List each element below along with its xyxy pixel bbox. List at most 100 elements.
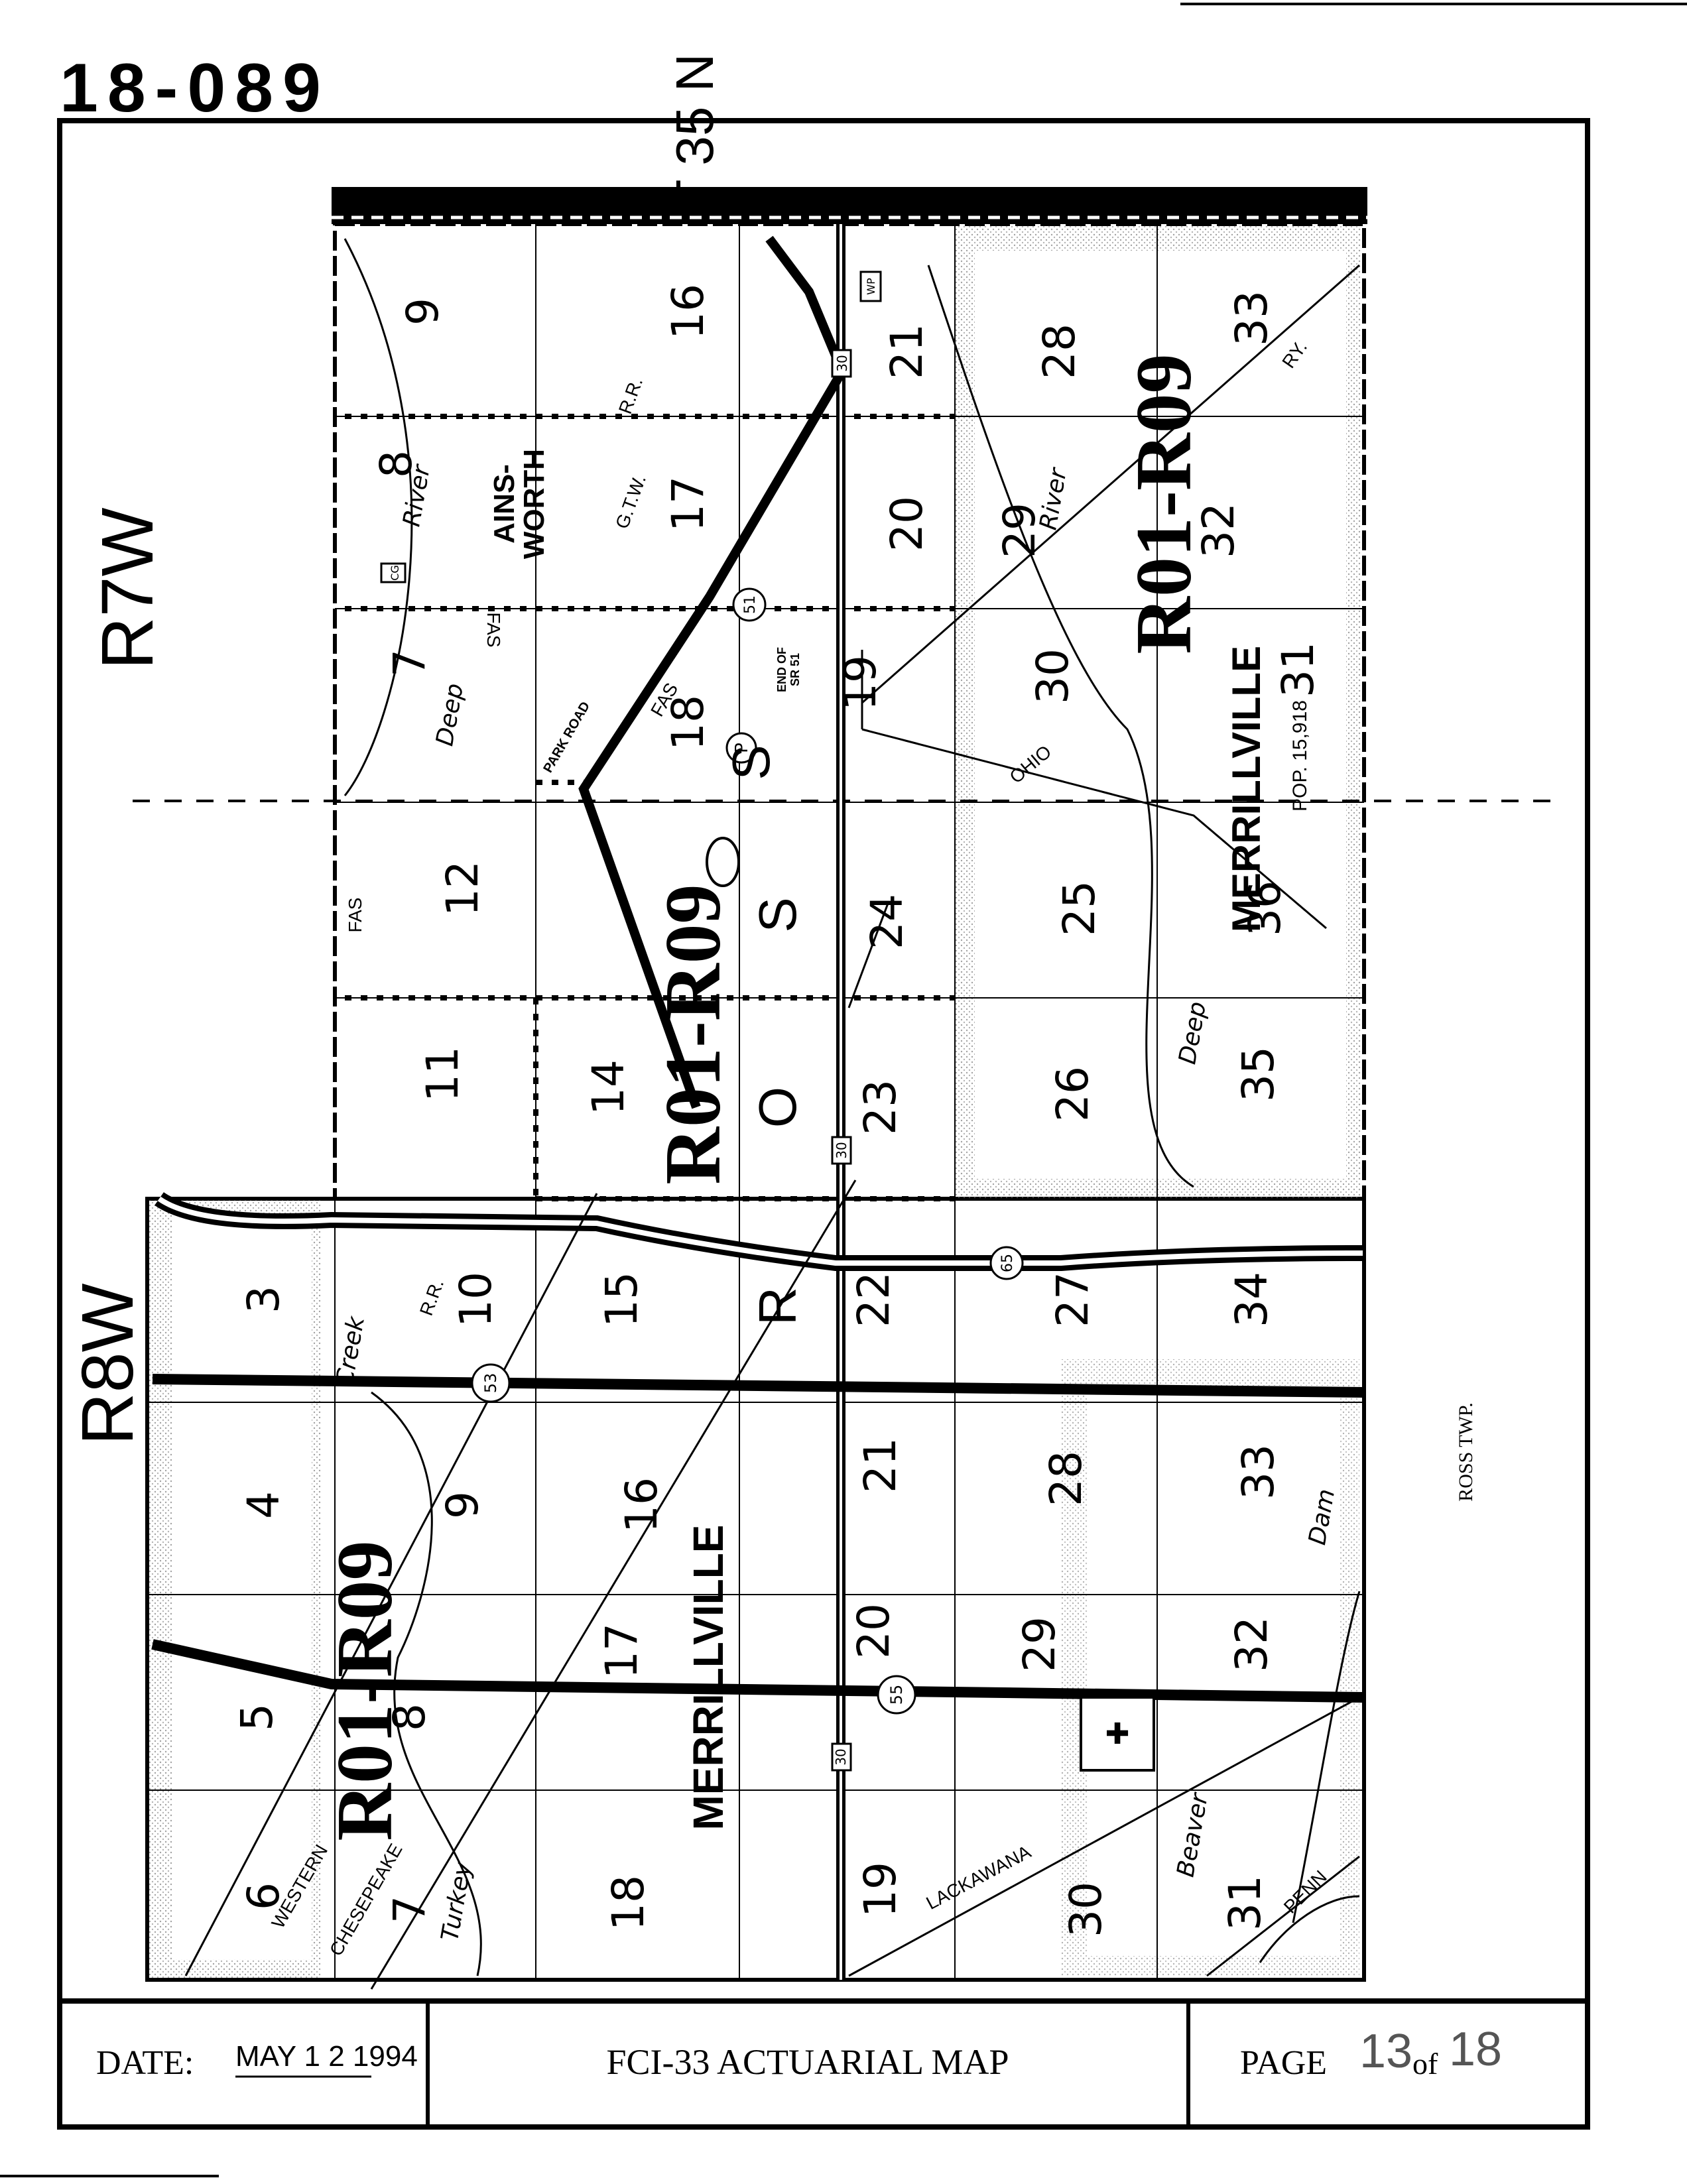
svg-text:S: S xyxy=(721,745,781,780)
ainsworth-label-1: AINS- xyxy=(488,464,521,544)
route-shield-sr53: 53 xyxy=(471,1363,511,1403)
section-label: 15 xyxy=(596,1272,647,1327)
svg-text:END OF: END OF xyxy=(775,647,788,692)
map-title: FCI-33 ACTUARIAL MAP xyxy=(606,2042,1009,2082)
section-label: 7 xyxy=(384,649,435,677)
section-label: 16 xyxy=(662,284,714,339)
cg-icon: CG xyxy=(380,562,406,583)
range-label-r8w: R8W xyxy=(67,1283,149,1445)
merrillville-label-west: MERRILLVILLE xyxy=(684,1525,732,1831)
section-label: 9 xyxy=(437,1491,488,1519)
railroad-label: FAS xyxy=(345,898,365,933)
section-label: 5 xyxy=(231,1703,282,1731)
rating-label: R01-R09 xyxy=(649,884,737,1184)
svg-text:P: P xyxy=(732,743,752,753)
page-label: PAGE xyxy=(1240,2044,1327,2082)
svg-text:53: 53 xyxy=(481,1373,500,1394)
route-shield-sr51: 51 xyxy=(732,587,767,622)
section-label: 14 xyxy=(583,1060,634,1115)
section-label: 35 xyxy=(1233,1046,1284,1102)
section-label: 20 xyxy=(848,1603,899,1659)
section-label: 21 xyxy=(881,324,932,379)
svg-text:30: 30 xyxy=(834,355,850,371)
svg-text:AINS-: AINS- xyxy=(488,464,521,544)
section-label: 6 xyxy=(238,1882,289,1910)
route-shield-sr55: 55 xyxy=(877,1675,916,1715)
document-number: 18-089 xyxy=(60,50,330,127)
section-label: 33 xyxy=(1233,1444,1284,1500)
section-label: 3 xyxy=(238,1286,289,1313)
section-label: 7 xyxy=(384,1896,435,1923)
section-label: 11 xyxy=(417,1046,468,1102)
section-label: 33 xyxy=(1226,290,1277,346)
section-label: 30 xyxy=(1027,648,1078,704)
route-shield-i65: 65 xyxy=(989,1246,1024,1280)
svg-text:55: 55 xyxy=(887,1685,906,1705)
svg-text:S: S xyxy=(748,897,807,932)
svg-text:ROSS TWP.: ROSS TWP. xyxy=(1455,1402,1477,1502)
section-label: 23 xyxy=(855,1079,906,1135)
township-label-t35n: T 35 N xyxy=(665,54,724,212)
rating-labels: R01-R09 R01-R09 R01-R09 xyxy=(320,353,1208,1841)
footer-bar: DATE: MAY 1 2 1994 FCI-33 ACTUARIAL MAP … xyxy=(60,1998,1588,2127)
ross-section-numbers: 9 16 21 28 33 8 17 20 29 32 7 18 19 30 3… xyxy=(371,284,1324,1135)
page-number: 13 xyxy=(1359,2025,1412,2078)
hospital-icon: ✚ xyxy=(1080,1696,1155,1772)
section-label: 31 xyxy=(1273,642,1324,698)
section-label: 21 xyxy=(855,1437,906,1493)
section-label: 25 xyxy=(1054,880,1105,936)
section-label: 17 xyxy=(596,1623,647,1679)
ross-name-letters: S S O R xyxy=(721,745,807,1325)
svg-text:R7W: R7W xyxy=(87,507,168,670)
section-label: 16 xyxy=(616,1477,667,1533)
section-label: 31 xyxy=(1219,1875,1271,1931)
section-label: 32 xyxy=(1193,503,1244,558)
section-label: 10 xyxy=(450,1272,501,1327)
svg-text:WP: WP xyxy=(865,278,877,295)
merrillville-section-numbers: 3 10 15 22 27 34 4 9 16 21 28 33 5 8 17 … xyxy=(231,1272,1284,1937)
merrillville-label-east: MERRILLVILLE xyxy=(1224,646,1269,932)
section-label: 19 xyxy=(835,655,886,711)
ainsworth-label-2: WORTH xyxy=(518,449,550,559)
svg-text:30: 30 xyxy=(833,1748,849,1765)
svg-text:R8W: R8W xyxy=(67,1283,149,1445)
population-label: POP. 15,918 xyxy=(1289,700,1311,812)
svg-text:O: O xyxy=(748,1087,807,1128)
svg-text:30: 30 xyxy=(834,1142,849,1158)
svg-text:T 35 N: T 35 N xyxy=(665,54,724,212)
section-label: 24 xyxy=(861,894,912,949)
end-of-sr-label-2: SR 51 xyxy=(788,653,802,686)
section-label: 27 xyxy=(1047,1272,1098,1327)
section-label: 8 xyxy=(371,450,422,478)
page-total: 18 xyxy=(1449,2023,1502,2076)
section-label: 28 xyxy=(1040,1451,1092,1506)
sr-55-highway xyxy=(151,1639,1363,1703)
svg-text:65: 65 xyxy=(999,1254,1016,1272)
svg-text:MERRILLVILLE: MERRILLVILLE xyxy=(1224,646,1269,932)
section-label: 18 xyxy=(662,695,714,751)
section-label: 29 xyxy=(994,503,1045,558)
svg-text:SR 51: SR 51 xyxy=(788,653,802,686)
section-label: 36 xyxy=(1239,880,1290,936)
route-shield-us30: 30 xyxy=(831,349,852,378)
parking-icon: P xyxy=(725,732,757,764)
section-label: 9 xyxy=(397,298,448,326)
date-label: DATE: xyxy=(96,2044,194,2082)
rating-label: R01-R09 xyxy=(320,1540,408,1841)
end-of-sr-label: END OF xyxy=(775,647,788,692)
section-label: 32 xyxy=(1226,1616,1277,1672)
svg-text:51: 51 xyxy=(742,595,759,614)
svg-text:WORTH: WORTH xyxy=(518,449,550,559)
svg-text:POP. 15,918: POP. 15,918 xyxy=(1289,700,1311,812)
section-label: 29 xyxy=(1014,1616,1065,1672)
sr-53-highway xyxy=(152,1374,1363,1398)
section-label: 28 xyxy=(1034,324,1085,379)
page-frame xyxy=(57,118,1590,2130)
section-label: 12 xyxy=(437,861,488,916)
section-label: 19 xyxy=(855,1862,906,1917)
page-of: of xyxy=(1412,2047,1438,2081)
section-label: 22 xyxy=(848,1272,899,1327)
date-value: MAY 1 2 1994 xyxy=(235,2040,418,2073)
svg-text:R: R xyxy=(748,1287,807,1325)
